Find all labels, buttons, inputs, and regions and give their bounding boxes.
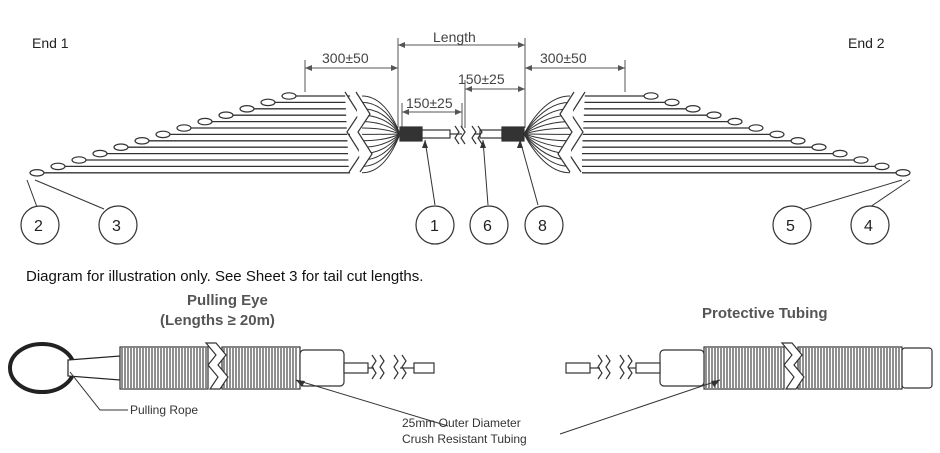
tail-connector (811, 143, 827, 152)
tail-fan (361, 121, 401, 135)
callout-3: 3 (112, 218, 121, 235)
callout-4: 4 (864, 218, 873, 235)
tail-connector (134, 137, 150, 145)
tail-fan (361, 127, 401, 135)
callout-8: 8 (538, 218, 547, 235)
tail-fan (361, 133, 401, 174)
tail-connector (239, 105, 255, 113)
pulling-eye-subtitle: (Lengths ≥ 20m) (160, 312, 275, 329)
tubing-end-fittings (299, 347, 933, 389)
end1-label: End 1 (32, 35, 69, 51)
tail-connector (71, 156, 87, 164)
tail-connector (218, 111, 234, 120)
dim-150-right: 150±25 (458, 71, 505, 87)
tail-connector (92, 149, 108, 158)
tail-connector (748, 124, 764, 132)
callout-6: 6 (483, 218, 492, 235)
bottom-leaders (69, 371, 721, 435)
tube-body (797, 346, 903, 390)
tail-connector (727, 117, 743, 126)
end2-label: End 2 (848, 35, 885, 51)
callout-2: 2 (34, 218, 43, 235)
corrugated-tubing-left-a (119, 346, 209, 390)
dim-150-left: 150±25 (406, 95, 453, 111)
tail-connector (643, 92, 659, 100)
tail-connector (197, 117, 213, 126)
tail-connector (176, 124, 192, 132)
dim-left-300: 300±50 (322, 50, 369, 66)
callout-bubbles (20, 205, 890, 245)
tail-connector (685, 105, 701, 113)
tail-connector (832, 149, 848, 158)
tubing-label-line2: Crush Resistant Tubing (402, 432, 527, 446)
pulling-eye (8, 342, 121, 394)
tail-connector (874, 162, 890, 171)
tail-connector (281, 92, 297, 100)
illustration-note: Diagram for illustration only. See Sheet… (26, 268, 423, 285)
dimension-lines (304, 38, 626, 128)
tail-connector (155, 130, 171, 139)
dim-length: Length (433, 29, 476, 45)
tail-fan (523, 95, 571, 135)
tail-connector (706, 111, 722, 120)
tail-connector (29, 169, 45, 177)
callout-1: 1 (430, 218, 439, 235)
corrugated-tubing-left-b (221, 346, 301, 390)
tube-body (221, 346, 301, 390)
tubing-label-line1: 25mm Outer Diameter (402, 416, 521, 430)
callout-leaders (26, 139, 911, 211)
fanout-break-marks (344, 91, 586, 173)
bottom-leader-arrows (296, 380, 720, 387)
dimension-arrows (305, 42, 625, 115)
tail-connector (853, 156, 869, 164)
main-cable (399, 125, 525, 145)
tail-connector (50, 162, 66, 171)
tail-fan (523, 127, 571, 135)
callout-5: 5 (786, 218, 795, 235)
pulling-eye-title: Pulling Eye (187, 292, 268, 309)
tail-fan (523, 133, 571, 174)
tail-connector (664, 98, 680, 107)
tubing-break-marks (204, 342, 805, 390)
protective-tubing-title: Protective Tubing (702, 305, 828, 322)
pulling-rope-label: Pulling Rope (130, 403, 198, 417)
tail-connector (769, 130, 785, 139)
corrugated-tubing-right-b (797, 346, 903, 390)
tail-connector (895, 169, 911, 177)
tail-connector (113, 143, 129, 152)
tail-fan (523, 101, 571, 135)
dim-right-300: 300±50 (540, 50, 587, 66)
tail-fan (361, 133, 401, 142)
callout-arrows (422, 140, 523, 148)
tail-connector (790, 137, 806, 145)
tail-connector (260, 98, 276, 107)
end1-fanout-tails (29, 92, 401, 177)
